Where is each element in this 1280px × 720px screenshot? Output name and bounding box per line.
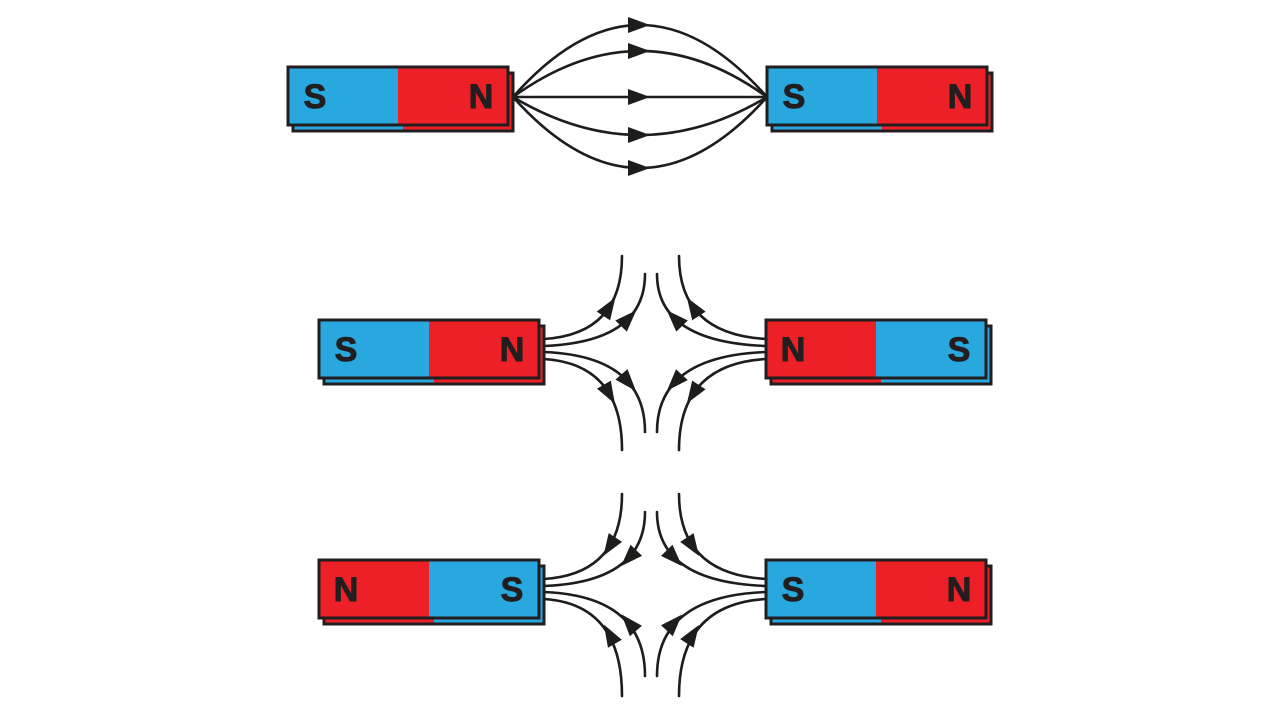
south-pole-half: [767, 67, 877, 125]
attraction-diagram: S N S N: [286, 17, 994, 176]
pole-label: S: [304, 78, 327, 116]
field-line: [655, 272, 768, 348]
field-line: [542, 254, 624, 341]
pole-label: N: [947, 571, 972, 609]
field-line: [542, 357, 624, 452]
north-pole-half: [877, 67, 987, 125]
field-arrowhead-icon: [628, 127, 650, 143]
field-arrowhead-icon: [596, 297, 616, 321]
field-line: [542, 597, 624, 698]
repulsion-field-lines: [542, 254, 768, 452]
bar-magnet: S N: [317, 318, 546, 386]
repulsion-n-n-diagram: S N N S: [317, 254, 993, 452]
field-arrowhead-icon: [628, 89, 650, 105]
field-arrowhead-icon: [680, 624, 699, 648]
field-arrowhead-icon: [615, 369, 636, 392]
field-line: [677, 357, 768, 452]
pole-label: S: [948, 331, 971, 369]
south-pole-half: [876, 320, 986, 378]
field-arrowhead-icon: [628, 43, 650, 59]
north-pole-half: [876, 560, 986, 618]
field-line: [542, 350, 647, 434]
field-line: [677, 254, 768, 341]
south-pole-half: [288, 67, 398, 125]
field-line: [511, 23, 769, 99]
field-arrowhead-icon: [666, 369, 688, 391]
magnet-outline: [286, 65, 510, 127]
bar-magnet: S N: [286, 65, 515, 133]
pole-label: N: [334, 571, 359, 609]
field-arrowhead-icon: [615, 310, 637, 332]
bar-magnet: N S: [764, 318, 993, 386]
field-arrowhead-icon: [603, 624, 622, 648]
field-arrowhead-icon: [596, 380, 615, 404]
field-arrowhead-icon: [680, 533, 699, 556]
field-line: [677, 492, 768, 581]
pole-label: S: [501, 571, 524, 609]
south-pole-half: [319, 320, 429, 378]
pole-label: N: [781, 331, 806, 369]
pole-label: N: [948, 78, 973, 116]
pole-label: S: [782, 571, 805, 609]
field-arrowhead-icon: [621, 614, 642, 637]
north-pole-half: [766, 320, 876, 378]
field-line: [511, 95, 769, 137]
north-pole-half: [319, 560, 429, 618]
south-pole-half: [429, 560, 539, 618]
field-line: [677, 597, 768, 698]
magnet-outline: [765, 65, 989, 127]
field-line: [542, 510, 647, 588]
field-arrowhead-icon: [666, 310, 688, 332]
magnet-outline: [317, 558, 541, 620]
field-line: [655, 510, 768, 588]
repulsion-s-s-diagram: N S S N: [317, 492, 993, 698]
field-line: [511, 49, 769, 99]
pole-label: N: [500, 331, 525, 369]
magnet-outline: [764, 558, 988, 620]
field-line: [542, 272, 647, 348]
attraction-field-lines: [511, 17, 769, 176]
north-pole-half: [429, 320, 539, 378]
pole-label: S: [783, 78, 806, 116]
field-line: [655, 590, 768, 678]
field-arrowhead-icon: [686, 297, 706, 321]
field-arrowhead-icon: [661, 544, 683, 567]
magnet-outline: [317, 318, 541, 380]
south-pole-half: [766, 560, 876, 618]
field-arrowhead-icon: [686, 380, 706, 404]
magnet-outline: [764, 318, 988, 380]
field-arrowhead-icon: [621, 544, 643, 567]
field-line: [655, 350, 768, 434]
bar-magnet: S N: [764, 558, 993, 626]
field-arrowhead-icon: [628, 17, 650, 33]
pole-label: S: [335, 331, 358, 369]
field-arrowhead-icon: [603, 533, 623, 556]
repulsion-field-lines: [542, 492, 768, 698]
bar-magnet: N S: [317, 558, 546, 626]
bar-magnet: S N: [765, 65, 994, 133]
field-arrowhead-icon: [628, 160, 650, 176]
field-arrowhead-icon: [661, 614, 682, 637]
field-line: [542, 492, 624, 581]
pole-label: N: [469, 78, 494, 116]
north-pole-half: [398, 67, 508, 125]
field-line: [542, 590, 647, 678]
